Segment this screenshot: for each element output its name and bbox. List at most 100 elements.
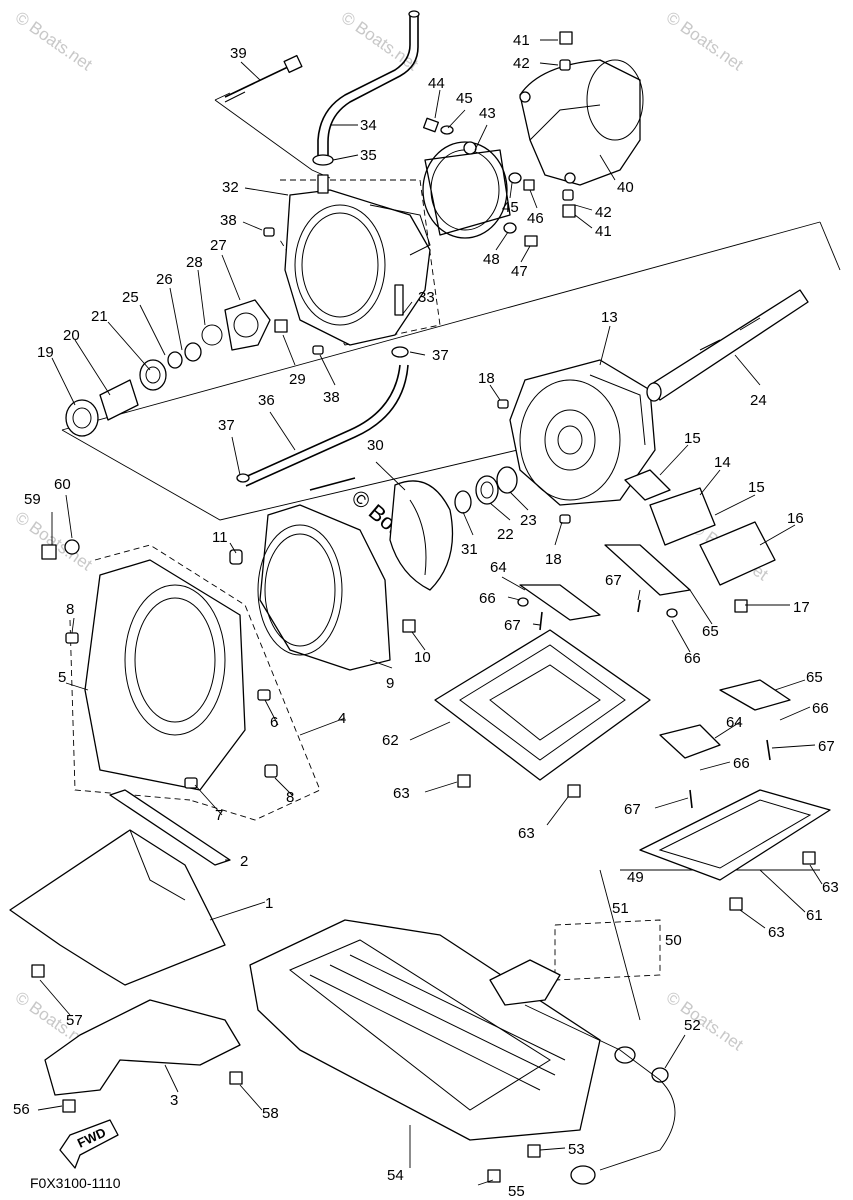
drawing-code: F0X3100-1110: [30, 1175, 121, 1191]
right-grate-part[interactable]: [639, 679, 831, 911]
pump-housing-part[interactable]: [284, 174, 431, 346]
callout-67: 67: [504, 617, 521, 634]
callout-32: 32: [222, 179, 239, 196]
lower-bracket-part[interactable]: [44, 999, 243, 1113]
callout-23: 23: [520, 512, 537, 529]
callout-60: 60: [54, 476, 71, 493]
clip-part[interactable]: [312, 154, 334, 166]
watermark: © Boats.net: [12, 508, 96, 575]
nut-washer-part[interactable]: [41, 539, 80, 560]
callout-13: 13: [601, 309, 618, 326]
small-hardware-part[interactable]: [503, 172, 538, 247]
callout-52: 52: [684, 1017, 701, 1034]
callout-56: 56: [13, 1101, 30, 1118]
callout-57: 57: [66, 1012, 83, 1029]
callout-19: 19: [37, 344, 54, 361]
callout-15: 15: [684, 430, 701, 447]
callout-45: 45: [456, 90, 473, 107]
callout-18: 18: [478, 370, 495, 387]
callout-58: 58: [262, 1105, 279, 1122]
callout-10: 10: [414, 649, 431, 666]
steering-nozzle-part[interactable]: [519, 59, 644, 186]
impeller-part[interactable]: [389, 480, 454, 591]
callout-9: 9: [386, 675, 394, 692]
callout-43: 43: [479, 105, 496, 122]
callout-51: 51: [612, 900, 629, 917]
callout-21: 21: [91, 308, 108, 325]
small-bolt-part[interactable]: [423, 117, 454, 135]
callout-8: 8: [66, 601, 74, 618]
callout-41: 41: [513, 32, 530, 49]
pump-body-part[interactable]: [509, 359, 656, 506]
callout-67: 67: [624, 801, 641, 818]
callout-33: 33: [418, 289, 435, 306]
callout-64: 64: [726, 714, 743, 731]
callout-16: 16: [787, 510, 804, 527]
callout-20: 20: [63, 327, 80, 344]
fitting-part[interactable]: [391, 346, 409, 358]
callout-39: 39: [230, 45, 247, 62]
hose-part[interactable]: [317, 10, 420, 160]
callout-15: 15: [748, 479, 765, 496]
callout-67: 67: [605, 572, 622, 589]
seal-part[interactable]: [454, 399, 571, 524]
duct-part[interactable]: [229, 477, 416, 671]
cover-plate-part[interactable]: [624, 469, 776, 613]
callout-30: 30: [367, 437, 384, 454]
callout-29: 29: [289, 371, 306, 388]
callout-63: 63: [393, 785, 410, 802]
long-bolt-part[interactable]: [224, 54, 303, 103]
callout-24: 24: [750, 392, 767, 409]
callout-66: 66: [812, 700, 829, 717]
callout-35: 35: [360, 147, 377, 164]
callout-65: 65: [806, 669, 823, 686]
callout-44: 44: [428, 75, 445, 92]
watermark: © Boats.net: [338, 8, 422, 75]
sponson-bracket-part[interactable]: [9, 829, 226, 986]
callout-59: 59: [24, 491, 41, 508]
impeller-stack-part[interactable]: [65, 299, 288, 437]
callout-2: 2: [240, 853, 248, 870]
callout-67: 67: [818, 738, 835, 755]
watermark: © Boats.net: [663, 8, 747, 75]
watermark: © Boats.net: [663, 988, 747, 1055]
callout-66: 66: [684, 650, 701, 667]
callout-41: 41: [595, 223, 612, 240]
nozzle-ring-part[interactable]: [422, 141, 511, 239]
nozzle-bolt-part[interactable]: [559, 31, 576, 218]
callout-4: 4: [338, 710, 346, 727]
callout-49: 49: [627, 869, 644, 886]
callout-66: 66: [479, 590, 496, 607]
callout-25: 25: [122, 289, 139, 306]
callout-1: 1: [265, 895, 273, 912]
callout-46: 46: [527, 210, 544, 227]
callout-55: 55: [508, 1183, 525, 1200]
callout-34: 34: [360, 117, 377, 134]
callout-8: 8: [286, 789, 294, 806]
callout-36: 36: [258, 392, 275, 409]
callout-14: 14: [714, 454, 731, 471]
callout-61: 61: [806, 907, 823, 924]
forward-arrow: FWD: [59, 1119, 119, 1169]
callout-26: 26: [156, 271, 173, 288]
callout-3: 3: [170, 1092, 178, 1109]
callout-62: 62: [382, 732, 399, 749]
bracket-part[interactable]: [517, 544, 691, 631]
hull-grate-part[interactable]: [249, 919, 601, 1183]
dowel-pin-part[interactable]: [263, 227, 324, 355]
callout-42: 42: [513, 55, 530, 72]
callout-54: 54: [387, 1167, 404, 1184]
callout-6: 6: [270, 714, 278, 731]
callout-47: 47: [511, 263, 528, 280]
callout-50: 50: [665, 932, 682, 949]
intake-grate-part[interactable]: [434, 629, 651, 798]
ride-plate-assembly-part[interactable]: [65, 559, 278, 791]
callout-27: 27: [210, 237, 227, 254]
sensor-part[interactable]: [489, 959, 676, 1185]
callout-5: 5: [58, 669, 66, 686]
long-hose-part[interactable]: [236, 364, 409, 487]
drive-shaft-part[interactable]: [646, 289, 809, 402]
callout-7: 7: [215, 807, 223, 824]
callout-64: 64: [490, 559, 507, 576]
